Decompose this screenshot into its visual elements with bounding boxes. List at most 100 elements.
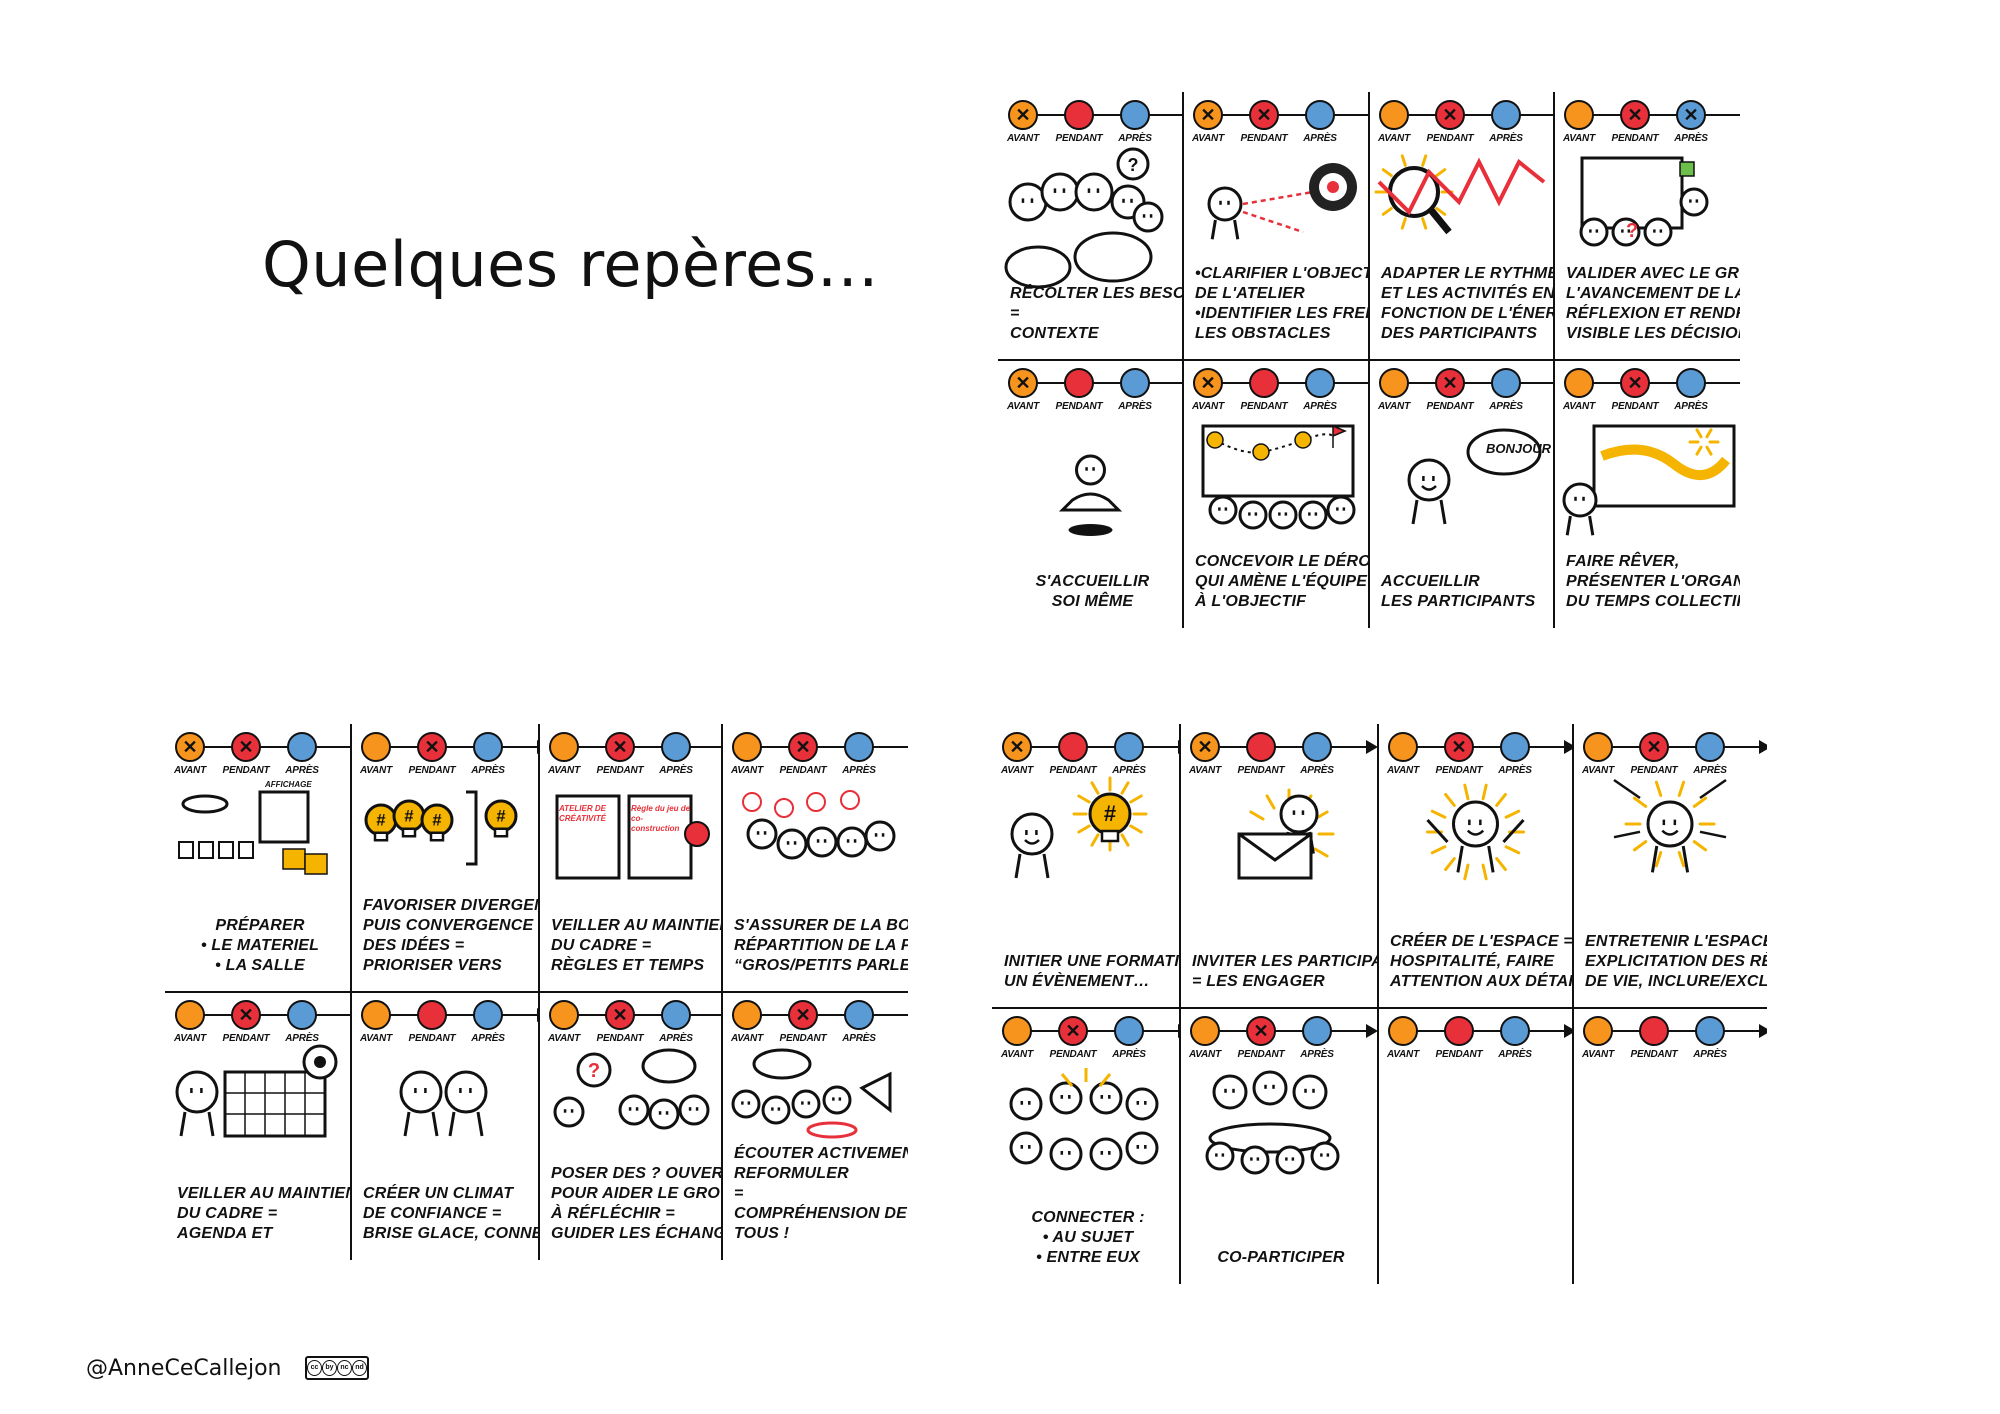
phase-dot-apres: [473, 1000, 503, 1030]
phase-label-apres: APRÈS: [1118, 401, 1152, 412]
phase-label-avant: AVANT: [1189, 765, 1221, 776]
phase-label-avant: AVANT: [1007, 401, 1039, 412]
phase-label-apres: APRÈS: [1300, 765, 1334, 776]
caption-line: INVITER LES PARTICIPANTS: [1192, 953, 1378, 970]
panel-top-right-4: AVANT✕PENDANT✕APRÈS? VALIDER AVEC LE GROU…: [1554, 92, 1740, 360]
page-title: Quelques repères…: [262, 228, 880, 301]
envelope-icon: [1237, 788, 1335, 880]
phase-dot-pendant: [1249, 368, 1279, 398]
caption-line: VALIDER AVEC LE GROUPE: [1566, 265, 1740, 282]
x-mark-icon: ✕: [238, 737, 254, 757]
phase-dot-avant: [732, 732, 762, 762]
phase-dot-apres: [1491, 100, 1521, 130]
phase-label-avant: AVANT: [731, 765, 763, 776]
timeline-line: [1597, 1030, 1763, 1032]
panel-caption: INITIER UNE FORMATION, UN ÉVÈNEMENT…: [1004, 952, 1180, 992]
caption-line: DU CADRE =: [177, 1205, 278, 1222]
caption-line: DES IDÉES =: [363, 937, 465, 954]
by-icon: by: [322, 1360, 337, 1376]
illustration: [1374, 154, 1546, 235]
illustration: ####: [364, 790, 518, 866]
speech-bubble-text: BONJOUR: [1486, 441, 1552, 456]
phase-label-pendant: PENDANT: [1055, 133, 1103, 144]
grid-divider-horizontal: [998, 359, 1740, 361]
caption-line: •CLARIFIER L'OBJECTIF: [1195, 265, 1369, 282]
x-mark-icon: ✕: [1015, 373, 1031, 393]
caption-line: POSER DES ? OUVERTES: [551, 1165, 722, 1182]
caption-line: INITIER UNE FORMATION,: [1004, 953, 1180, 970]
round-table-icon: [1205, 1070, 1340, 1175]
caption-line: FAIRE RÊVER,: [1566, 553, 1680, 570]
phase-label-pendant: PENDANT: [1435, 1049, 1483, 1060]
panel-caption: PRÉPARER• Le materiel• La salle: [177, 916, 343, 976]
phase-dot-pendant: ✕: [605, 732, 635, 762]
phase-dot-avant: [1379, 100, 1409, 130]
caption-line: UN ÉVÈNEMENT…: [1004, 973, 1150, 990]
caption-line: ADAPTER LE RYTHME: [1381, 265, 1554, 282]
caption-line: DE L'ATELIER: [1195, 285, 1305, 302]
timeline-line: [189, 746, 351, 748]
illustration: [1201, 424, 1356, 530]
phase-dot-pendant: [1639, 1016, 1669, 1046]
panel-caption: CONNECTER :• AU SUJET• ENTRE EUX: [1004, 1208, 1172, 1268]
phase-dot-avant: [1388, 732, 1418, 762]
caption-line: RÈGLES ET TEMPS: [551, 957, 705, 974]
timeline-line: [1204, 1030, 1370, 1032]
phase-dot-pendant: ✕: [1058, 1016, 1088, 1046]
timeline-line: [1578, 114, 1740, 116]
svg-text:?: ?: [1626, 220, 1638, 242]
caption-line: ATTENTION AUX DÉTAILS…: [1390, 973, 1573, 990]
phase-dot-pendant: ✕: [1444, 732, 1474, 762]
phase-dot-apres: [661, 1000, 691, 1030]
phase-label-pendant: PENDANT: [779, 1033, 827, 1044]
phase-dot-avant: [549, 1000, 579, 1030]
phase-dot-pendant: ✕: [417, 732, 447, 762]
illustration: [178, 790, 328, 875]
phase-dot-pendant: ✕: [1249, 100, 1279, 130]
phase-dot-avant: [1379, 368, 1409, 398]
illustration: ?: [553, 1048, 710, 1130]
timeline: AVANT✕PENDANT✕APRÈS: [1563, 100, 1740, 152]
phase-dot-apres: [287, 732, 317, 762]
target-icon: [1207, 163, 1357, 240]
caption-line: DU TEMPS COLLECTIF: [1566, 593, 1740, 610]
phase-label-avant: AVANT: [1007, 133, 1039, 144]
phase-dot-avant: ✕: [1008, 100, 1038, 130]
caption-line: HOSPITALITÉ, FAIRE: [1390, 953, 1555, 970]
phase-label-pendant: PENDANT: [779, 765, 827, 776]
phase-dot-apres: ✕: [1676, 100, 1706, 130]
caption-line: À L'OBJECTIF: [1195, 593, 1307, 610]
caption-line: VISIBLE LES DÉCISIONS: [1566, 325, 1740, 342]
phase-dot-avant: [175, 1000, 205, 1030]
x-mark-icon: ✕: [1015, 105, 1031, 125]
phase-dot-pendant: ✕: [605, 1000, 635, 1030]
phase-label-avant: AVANT: [360, 765, 392, 776]
phase-dot-avant: ✕: [1190, 732, 1220, 762]
timeline-line: [1016, 746, 1180, 748]
caption-line: DU CADRE =: [551, 937, 652, 954]
phase-dot-avant: ✕: [175, 732, 205, 762]
illustration: [1207, 163, 1357, 240]
phase-label-pendant: PENDANT: [1240, 401, 1288, 412]
questions-icon: ?: [553, 1048, 710, 1130]
phase-dot-pendant: ✕: [231, 1000, 261, 1030]
phase-dot-avant: [1190, 1016, 1220, 1046]
phase-dot-apres: [1695, 1016, 1725, 1046]
phase-dot-pendant: [1064, 368, 1094, 398]
arrow-right-icon: [1759, 1024, 1767, 1038]
